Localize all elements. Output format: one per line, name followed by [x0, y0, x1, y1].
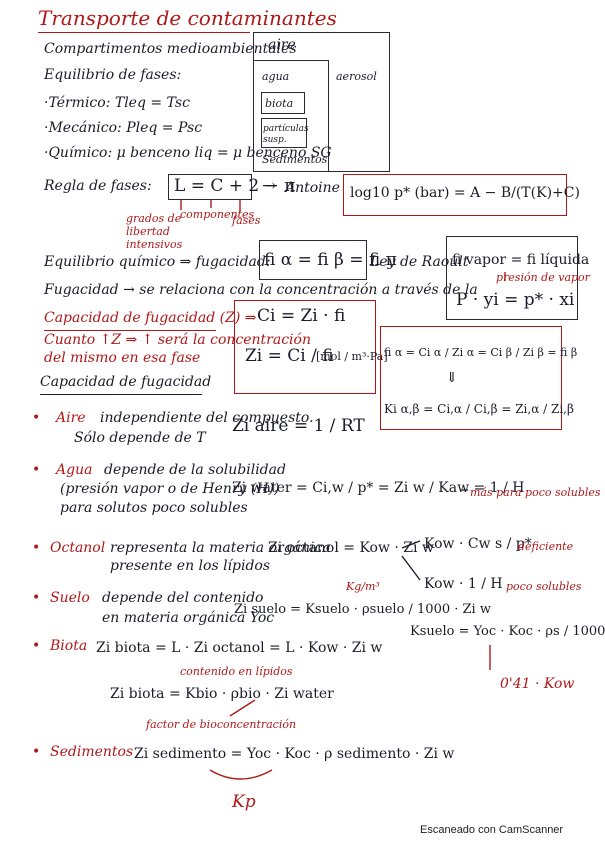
item-sediment-formula: Zi sedimento = Yoc · Koc · ρ sedimento ·… — [134, 746, 455, 762]
compartment-air: aire — [268, 37, 296, 53]
capacity-underline — [44, 330, 216, 331]
section-underline — [40, 394, 202, 395]
item-water-desc2: (presión vapor o de Henry (H)) — [60, 481, 280, 497]
item-soil-formula: Zi suelo = Ksuelo · ρsuelo / 1000 · Zi w — [234, 602, 491, 617]
item-octanol-branch2: Kow · 1 / H — [424, 576, 503, 592]
bullet-octanol: • — [32, 540, 41, 556]
section-heading: Capacidad de fugacidad — [40, 374, 212, 390]
item-octanol-desc2: presente en los lípidos — [110, 558, 271, 574]
item-octanol-name: Octanol — [50, 540, 106, 556]
compartment-water-box — [253, 60, 329, 172]
compartment-water: agua — [262, 70, 290, 83]
item-biota-formula2: Zi biota = Kbio · ρbio · Zi water — [110, 686, 334, 702]
item-water-desc1: depende de la solubilidad — [104, 462, 286, 478]
phase-rule-formula: L = C + 2 − π — [174, 176, 296, 196]
compartment-biota: biota — [265, 97, 294, 110]
compartment-sediments: Sedimentos — [262, 153, 328, 166]
compartment-aerosol: aerosol — [336, 70, 377, 83]
item-water-note: más para poco solubles — [470, 486, 601, 499]
item-octanol-branch1: Kow · Cw s / p* — [424, 536, 532, 552]
thermal-eq: ·Térmico: Tleq = Tsc — [44, 95, 190, 111]
components-note: componentes — [180, 208, 255, 221]
raoult-formula: fi vapor = fi líquida — [452, 252, 590, 268]
item-air-desc2: Sólo depende de T — [74, 430, 206, 446]
raoult-eq: P · yi = p* · xi — [456, 290, 575, 310]
item-biota-formula: Zi biota = L · Zi octanol = L · Kow · Zi… — [96, 640, 383, 656]
item-sediment-kp: Kp — [232, 792, 256, 812]
item-water-formula: Zi water = Ci,w / p* = Zi w / Kaw = 1 / … — [232, 480, 525, 496]
raoult-label: Ley de Raoult — [370, 254, 469, 270]
phases-note: fases — [232, 214, 261, 227]
phase-rule-arrow: → — [262, 176, 277, 196]
item-biota-lipid-note: contenido en lípidos — [180, 665, 293, 678]
capacity-note-1: Cuanto ↑Z ⇒ ↑ será la concentración — [44, 332, 311, 348]
capacity-box — [234, 300, 376, 394]
item-water-name: Agua — [56, 462, 93, 478]
item-octanol-branch2-note: poco solubles — [506, 580, 582, 593]
raoult-box — [446, 236, 578, 320]
item-octanol-desc1: representa la materia orgánica — [110, 540, 331, 556]
item-octanol-branch1-note: deficiente — [518, 540, 574, 553]
item-biota-name: Biota — [50, 638, 88, 654]
capacity-units: [mol / m³·Pa] — [316, 350, 388, 363]
bullet-soil: • — [32, 590, 41, 606]
footer-watermark: Escaneado con CamScanner — [420, 824, 564, 836]
phase-rule-box — [168, 174, 252, 200]
bullet-biota: • — [32, 638, 41, 654]
k-formula: Ki α,β = Ci,α / Ci,β = Zi,α / Zi,β — [384, 402, 574, 416]
item-air-desc1: independiente del compuesto. — [100, 410, 314, 426]
page-title: Transporte de contaminantes — [38, 6, 337, 30]
item-soil-desc2: en materia orgánica Yoc — [102, 610, 275, 626]
partition-arrow: ⇓ — [446, 370, 458, 386]
bullet-sediment: • — [32, 744, 41, 760]
antoine-formula: log10 p* (bar) = A − B/(T(K)+C) — [350, 185, 580, 201]
ci-formula: Ci = Zi · fi — [257, 306, 346, 326]
item-sediment-name: Sedimentos — [50, 744, 134, 760]
item-octanol-formula: Zi octanol = Kow · Zi w — [268, 540, 434, 556]
item-air-formula: Zi aire = 1 / RT — [232, 416, 365, 436]
item-soil-ka-formula: Ksuelo = Yoc · Koc · ρs / 1000 — [410, 624, 605, 639]
antoine-label: Antoine — [285, 180, 340, 196]
zi-formula: Zi = Ci / fi — [245, 346, 334, 366]
biota-box — [261, 92, 305, 114]
compartment-particles: partículas susp. — [263, 124, 309, 145]
capacity-note-2: del mismo en esa fase — [44, 350, 201, 366]
bullet-air: • — [32, 410, 41, 426]
antoine-box — [343, 174, 567, 216]
item-biota-bio-note: factor de bioconcentración — [146, 718, 297, 731]
item-air-name: Aire — [56, 410, 86, 426]
vapor-pressure-note: presión de vapor — [496, 271, 590, 284]
bullet-water: • — [32, 462, 41, 478]
title-underline — [38, 32, 250, 33]
partition-box — [380, 326, 562, 430]
particles-box — [261, 118, 307, 148]
chemical-eq: ·Químico: μ benceno liq = μ benceno SG — [44, 145, 332, 161]
compartments-heading: Compartimentos medioambientales — [44, 41, 297, 57]
item-soil-name: Suelo — [50, 590, 90, 606]
fugacity-equality: fi α = fi β = fi π — [264, 250, 397, 270]
chem-eq-label: Equilibrio químico ⇒ fugacidad: — [44, 254, 271, 270]
item-soil-kg-note: Kg/m³ — [346, 580, 380, 593]
partition-formula: fi α = Ci α / Zi α = Ci β / Zi β = fi β — [384, 346, 578, 359]
item-water-desc3: para solutos poco solubles — [60, 500, 248, 516]
degrees-freedom-note: grados de libertad intensivos — [126, 212, 183, 251]
fugacity-equality-box — [259, 240, 367, 280]
item-soil-koc-note: 0'41 · Kow — [500, 676, 575, 692]
item-soil-desc1: depende del contenido — [102, 590, 264, 606]
fugacity-note: Fugacidad → se relaciona con la concentr… — [44, 282, 478, 298]
phase-rule-label: Regla de fases: — [44, 178, 152, 194]
equilibrium-heading: Equilibrio de fases: — [44, 67, 182, 83]
capacity-label: Capacidad de fugacidad (Z) ⇒ — [44, 310, 257, 326]
mechanical-eq: ·Mecánico: Pleq = Psc — [44, 120, 203, 136]
